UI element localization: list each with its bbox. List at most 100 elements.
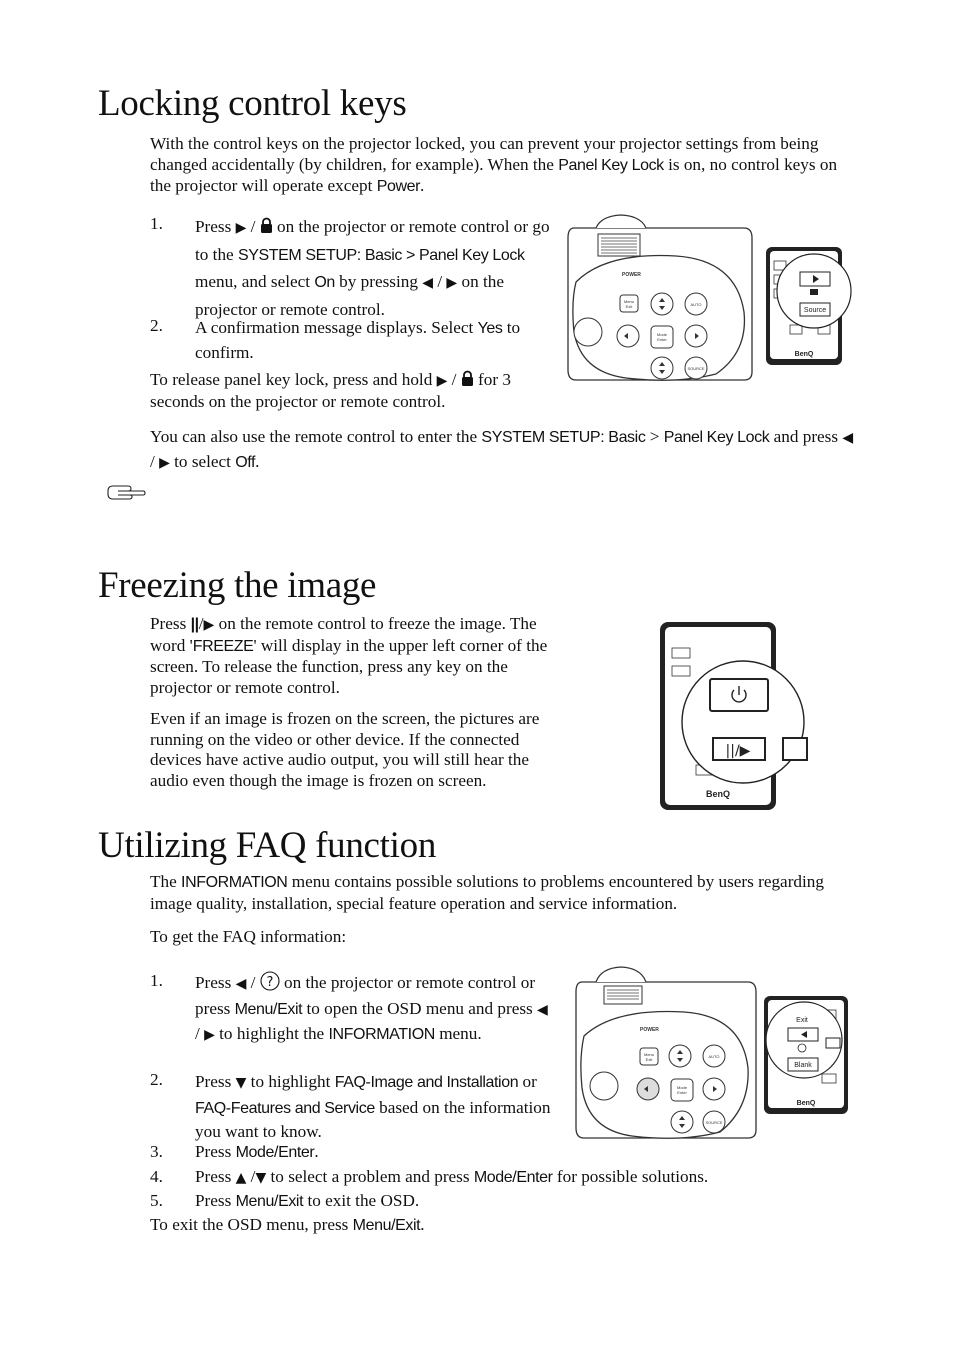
freeze-para-2: Even if an image is frozen on the screen…	[150, 709, 540, 790]
text: With the control keys on the projector l…	[150, 134, 819, 174]
text: To exit the OSD menu, press	[150, 1215, 353, 1234]
faq-exit: To exit the OSD menu, press Menu/Exit.	[150, 1215, 424, 1237]
text: on the remote control to freeze the imag…	[150, 614, 537, 655]
text: to open the OSD menu and press	[302, 998, 538, 1018]
faq-step-4: Press ▲ /▼ to select a problem and press…	[195, 1167, 855, 1189]
step-number: 4.	[150, 1167, 163, 1186]
text: Press	[195, 1142, 236, 1161]
text: menu, and select	[195, 272, 315, 291]
menu-term: SYSTEM SETUP: Basic > Panel Key Lock	[237, 246, 525, 264]
faq-step-2: Press ▼ to highlight FAQ-Image and Insta…	[195, 1070, 555, 1144]
text: to select a problem and press	[266, 1167, 474, 1186]
svg-text:Menu: Menu	[644, 1052, 654, 1057]
text: .	[420, 1215, 425, 1234]
remote-blank-label: Blank	[794, 1062, 812, 1069]
freeze-bars-icon: ||	[190, 616, 200, 633]
text: .	[420, 176, 425, 195]
step-number: 2.	[150, 316, 163, 335]
text: for 3 seconds on the projector or remote…	[150, 370, 511, 411]
down-arrow-icon: ▼	[255, 1170, 267, 1186]
faq-step-5: Press Menu/Exit to exit the OSD.	[195, 1191, 419, 1213]
heading-locking: Locking control keys	[98, 83, 407, 124]
slash: /	[250, 1167, 256, 1186]
faq-get: To get the FAQ information:	[150, 927, 347, 946]
text: Press	[195, 1072, 236, 1091]
help-icon: ?	[260, 971, 280, 991]
menu-term: Panel Key Lock	[558, 156, 664, 174]
menu-term: SYSTEM SETUP: Basic	[481, 429, 646, 446]
text: Press	[195, 1191, 236, 1210]
locking-also: You can also use the remote control to e…	[150, 425, 855, 475]
step-number: 1.	[150, 214, 163, 233]
menu-term: FAQ-Image and Installation	[334, 1074, 519, 1091]
svg-text:Exit: Exit	[646, 1057, 654, 1062]
faq-step-1: Press ◀ / ? on the projector or remote c…	[195, 971, 555, 1048]
lock-icon	[461, 370, 473, 386]
lock-icon	[260, 217, 272, 233]
text: to exit the OSD.	[303, 1191, 420, 1210]
source-label: SOURCE	[687, 366, 704, 371]
brand-label: BenQ	[706, 789, 730, 799]
text: by pressing	[334, 272, 423, 291]
menu-term: Yes	[477, 320, 503, 337]
right-arrow-icon: ▶	[436, 373, 448, 389]
step-number: 3.	[150, 1142, 163, 1161]
menu-term: FREEZE	[192, 637, 254, 655]
menu-term: Panel Key Lock	[663, 429, 770, 446]
text: for possible solutions.	[552, 1167, 709, 1186]
text: menu contains possible solutions to prob…	[150, 872, 824, 913]
remote-exit-label: Exit	[796, 1017, 808, 1024]
help-glyph: ?	[266, 975, 273, 990]
right-arrow-icon: ▶	[235, 220, 247, 236]
menu-term: INFORMATION	[181, 874, 288, 891]
auto-label: AUTO	[708, 1054, 719, 1059]
step-number: 2.	[150, 1070, 163, 1089]
text: You can also use the remote control to e…	[150, 427, 482, 446]
down-arrow-icon: ▼	[235, 1075, 247, 1091]
text: to confirm.	[195, 318, 521, 362]
text: to highlight	[246, 1072, 335, 1091]
text: based on the information you want to kno…	[195, 1097, 551, 1142]
projector-illustration: POWER Menu Exit AUTO Mode Enter SOURCE	[567, 214, 753, 381]
menu-term: Menu/Exit	[234, 1000, 303, 1018]
note-hand-icon	[107, 485, 146, 500]
remote-faq-illustration: BenQ Exit Blank	[764, 996, 848, 1114]
svg-text:||/▶: ||/▶	[726, 743, 751, 759]
brand-label: BenQ	[797, 1100, 816, 1107]
text: The	[150, 872, 182, 891]
svg-text:Mode: Mode	[657, 332, 668, 337]
locking-step-2: A confirmation message displays. Select …	[195, 316, 565, 364]
locking-step-1: Press ▶ / on the projector or remote con…	[195, 214, 567, 323]
svg-text:Menu: Menu	[624, 299, 634, 304]
text: .	[255, 452, 260, 471]
brand-label: BenQ	[795, 351, 814, 358]
menu-term: Off	[235, 454, 256, 471]
text: A confirmation message displays. Select	[195, 318, 478, 337]
svg-text:Mode: Mode	[677, 1085, 688, 1090]
right-arrow-icon: ▶	[159, 455, 170, 471]
slash: /	[250, 217, 256, 236]
remote-freeze-illustration: BenQ ||/▶	[660, 622, 808, 810]
text: To release panel key lock, press and hol…	[150, 370, 437, 389]
left-arrow-icon: ◀	[842, 430, 854, 446]
text: Press	[195, 217, 236, 236]
text: Press	[195, 1167, 236, 1186]
menu-term: Mode/Enter	[235, 1144, 315, 1161]
menu-term: Menu/Exit	[235, 1193, 304, 1210]
right-arrow-icon: ▶	[203, 617, 215, 633]
text: to select	[169, 452, 236, 471]
text: to highlight the	[214, 1024, 329, 1043]
faq-step-3: Press Mode/Enter.	[195, 1142, 319, 1164]
step-number: 1.	[150, 971, 163, 990]
text: or	[518, 1072, 537, 1091]
text: is on, no control keys on the projector …	[150, 154, 838, 196]
left-arrow-icon: ◀	[235, 976, 247, 992]
text: >	[645, 427, 664, 446]
text: and press	[769, 427, 843, 446]
left-arrow-icon: ◀	[422, 275, 434, 291]
slash: /	[150, 452, 155, 471]
text: Press	[195, 973, 236, 992]
heading-freeze: Freezing the image	[98, 565, 377, 606]
text: ' will display in the upper left corner …	[150, 635, 548, 697]
projector-faq-illustration: POWER Menu Exit AUTO Mode Enter SOURCE	[575, 966, 757, 1139]
